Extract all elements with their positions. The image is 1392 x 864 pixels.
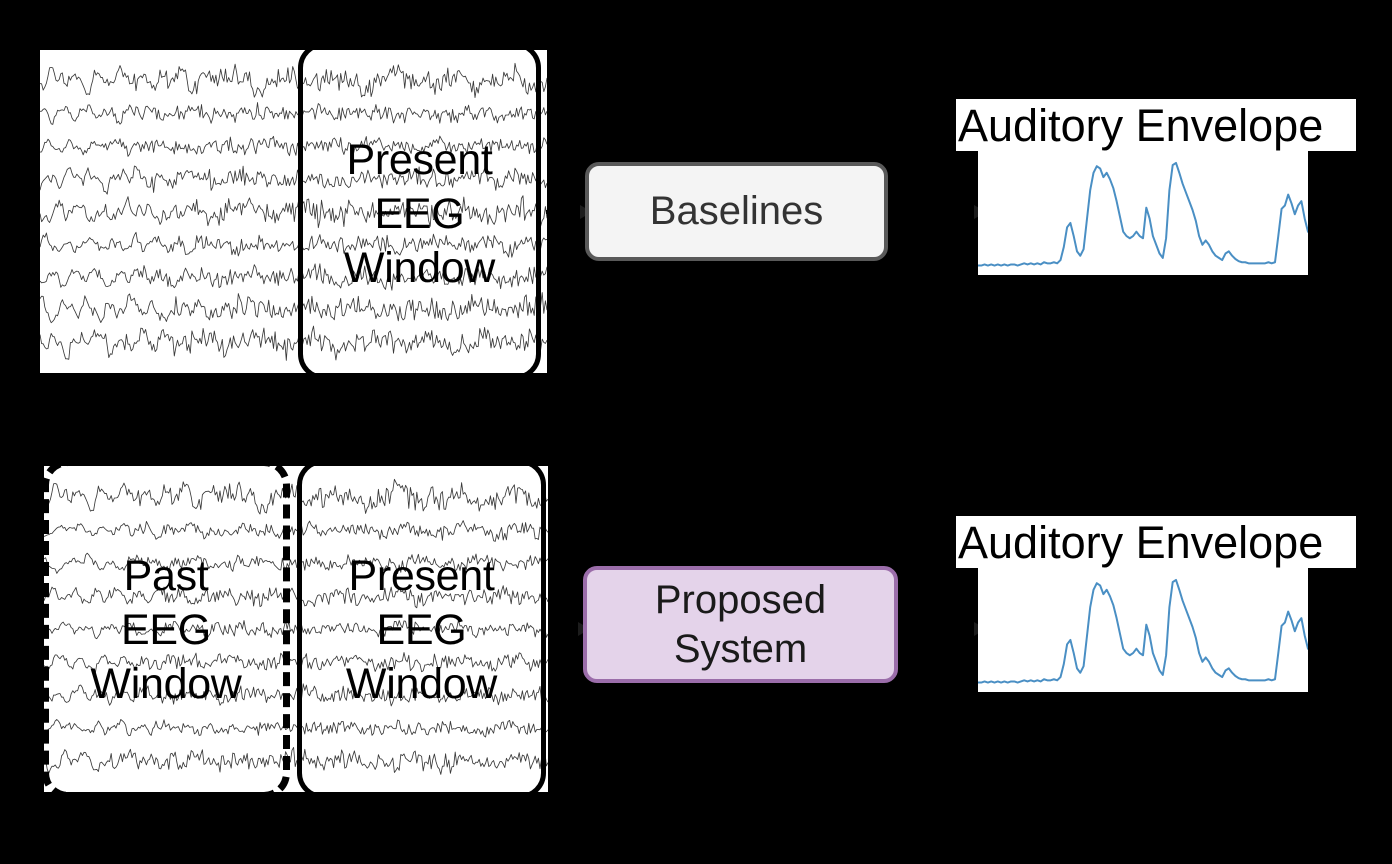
past-eeg-window-box[interactable] <box>42 459 290 799</box>
eeg-traces-top <box>40 50 547 373</box>
present-eeg-window-box-top[interactable] <box>298 42 541 380</box>
auditory-envelope-line-bottom <box>978 568 1308 692</box>
eeg-traces-bottom <box>44 466 548 792</box>
auditory-envelope-plot-bottom <box>978 568 1308 692</box>
proposed-system-box[interactable]: Proposed System <box>583 566 898 683</box>
arrow-proposed-to-envelope <box>898 622 986 636</box>
auditory-envelope-title-bottom: Auditory Envelope <box>956 516 1356 568</box>
auditory-envelope-line-top <box>978 151 1308 275</box>
baselines-label: Baselines <box>649 189 824 234</box>
eeg-panel-top <box>40 50 547 373</box>
arrow-baselines-to-envelope <box>888 205 986 219</box>
auditory-envelope-title-top: Auditory Envelope <box>956 99 1356 151</box>
present-eeg-window-box-bottom[interactable] <box>297 459 546 799</box>
eeg-panel-bottom <box>44 466 548 792</box>
baselines-box[interactable]: Baselines <box>585 162 888 261</box>
proposed-system-label: Proposed System <box>654 577 827 671</box>
auditory-envelope-plot-top <box>978 151 1308 275</box>
